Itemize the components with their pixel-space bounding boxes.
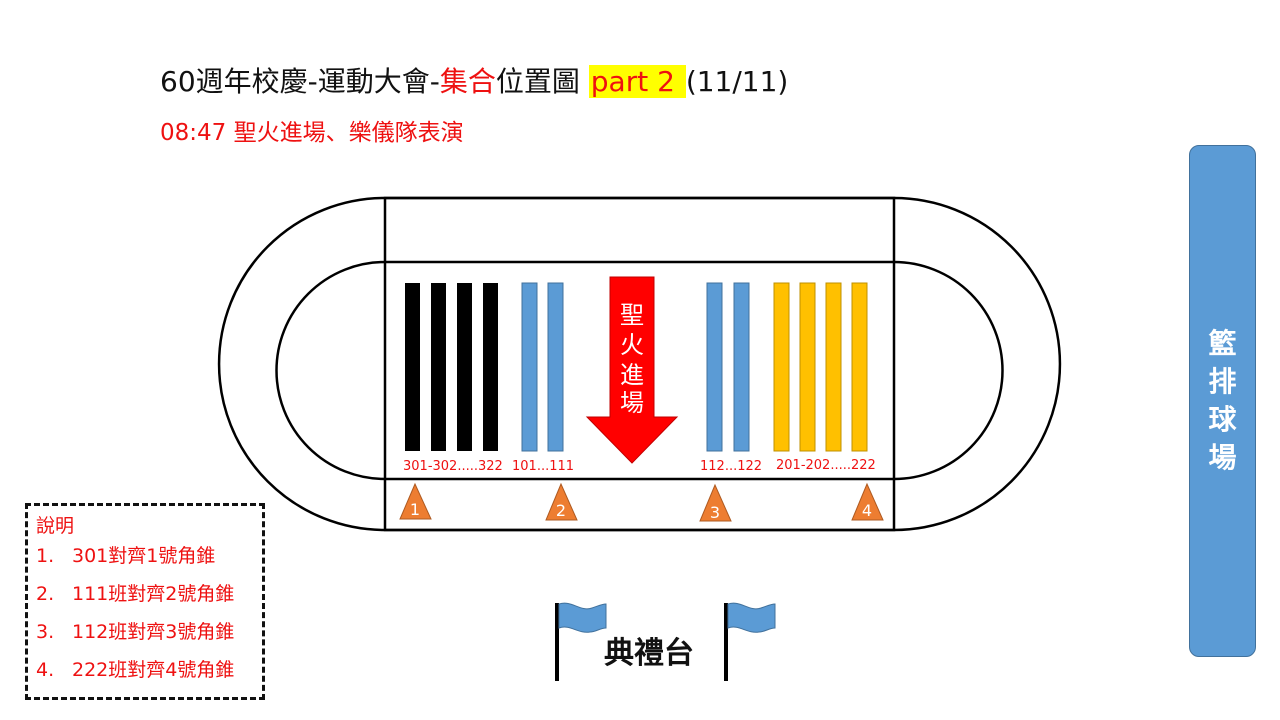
cone-number: 3 (710, 503, 720, 522)
legend-num: 1. (36, 545, 55, 567)
cone-number: 1 (410, 500, 420, 519)
cone-1 (399, 482, 432, 520)
class-bar (825, 282, 842, 452)
torch-arrow (585, 276, 679, 464)
page-title: 60週年校慶-運動大會-集合位置圖 part 2 (11/11) (160, 62, 788, 102)
legend-text: 111班對齊2號角錐 (72, 583, 235, 605)
ceremony-stand-label: 典禮台 (604, 636, 694, 671)
group-label: 112...122 (700, 459, 762, 474)
flag-left-icon (558, 602, 607, 633)
title-part: 位置圖 (495, 65, 589, 98)
legend-num: 4. (36, 659, 55, 681)
class-bar (851, 282, 868, 452)
page-subtitle: 08:47 聖火進場、樂儀隊表演 (160, 120, 464, 146)
legend-title: 說明 (36, 515, 75, 537)
class-bar (547, 282, 564, 452)
class-bar (706, 282, 723, 452)
class-bar (521, 282, 538, 452)
class-bar (773, 282, 790, 452)
legend-item: 2. 111班對齊2號角錐 (36, 584, 262, 604)
court-char: 排 (1208, 365, 1237, 398)
torch-char: 聖 (620, 301, 644, 329)
group-label: 301-302.....322 (403, 459, 503, 474)
court-char: 場 (1208, 441, 1237, 474)
cone-number: 2 (556, 501, 566, 520)
class-bar (405, 283, 420, 451)
torch-char: 場 (620, 389, 644, 417)
legend-item: 4. 222班對齊4號角錐 (36, 660, 262, 680)
cone-2 (545, 482, 578, 521)
legend-box: 說明 1. 301對齊1號角錐 2. 111班對齊2號角錐 3. 112班對齊3號角錐… (25, 503, 265, 700)
legend-text: 301對齊1號角錐 (72, 545, 216, 567)
title-part: 60週年校慶-運動大會- (160, 65, 440, 98)
cone-3 (699, 483, 732, 522)
title-highlight: part 2 (588, 65, 686, 98)
torch-char: 進 (620, 361, 644, 389)
class-bar (483, 283, 498, 451)
cone-number: 4 (862, 501, 872, 520)
class-bar (733, 282, 750, 452)
legend-text: 112班對齊3號角錐 (72, 621, 235, 643)
legend-item: 3. 112班對齊3號角錐 (36, 622, 262, 642)
court-char: 球 (1208, 403, 1237, 436)
field-box (383, 196, 896, 532)
group-label: 101...111 (512, 459, 574, 474)
court-char: 籃 (1208, 327, 1237, 360)
legend-item: 1. 301對齊1號角錐 (36, 546, 262, 566)
legend-num: 2. (36, 583, 55, 605)
legend-num: 3. (36, 621, 55, 643)
group-label: 201-202.....222 (776, 458, 876, 473)
cone-4 (851, 482, 884, 521)
class-bar (457, 283, 472, 451)
legend-text: 222班對齊4號角錐 (72, 659, 235, 681)
class-bar (431, 283, 446, 451)
torch-char: 火 (620, 331, 644, 359)
title-part: (11/11) (685, 65, 789, 98)
class-bar (799, 282, 816, 452)
flag-right-icon (727, 602, 776, 633)
basketball-volleyball-court: 籃 排 球 場 (1189, 145, 1256, 657)
title-part-red: 集合 (439, 65, 496, 98)
